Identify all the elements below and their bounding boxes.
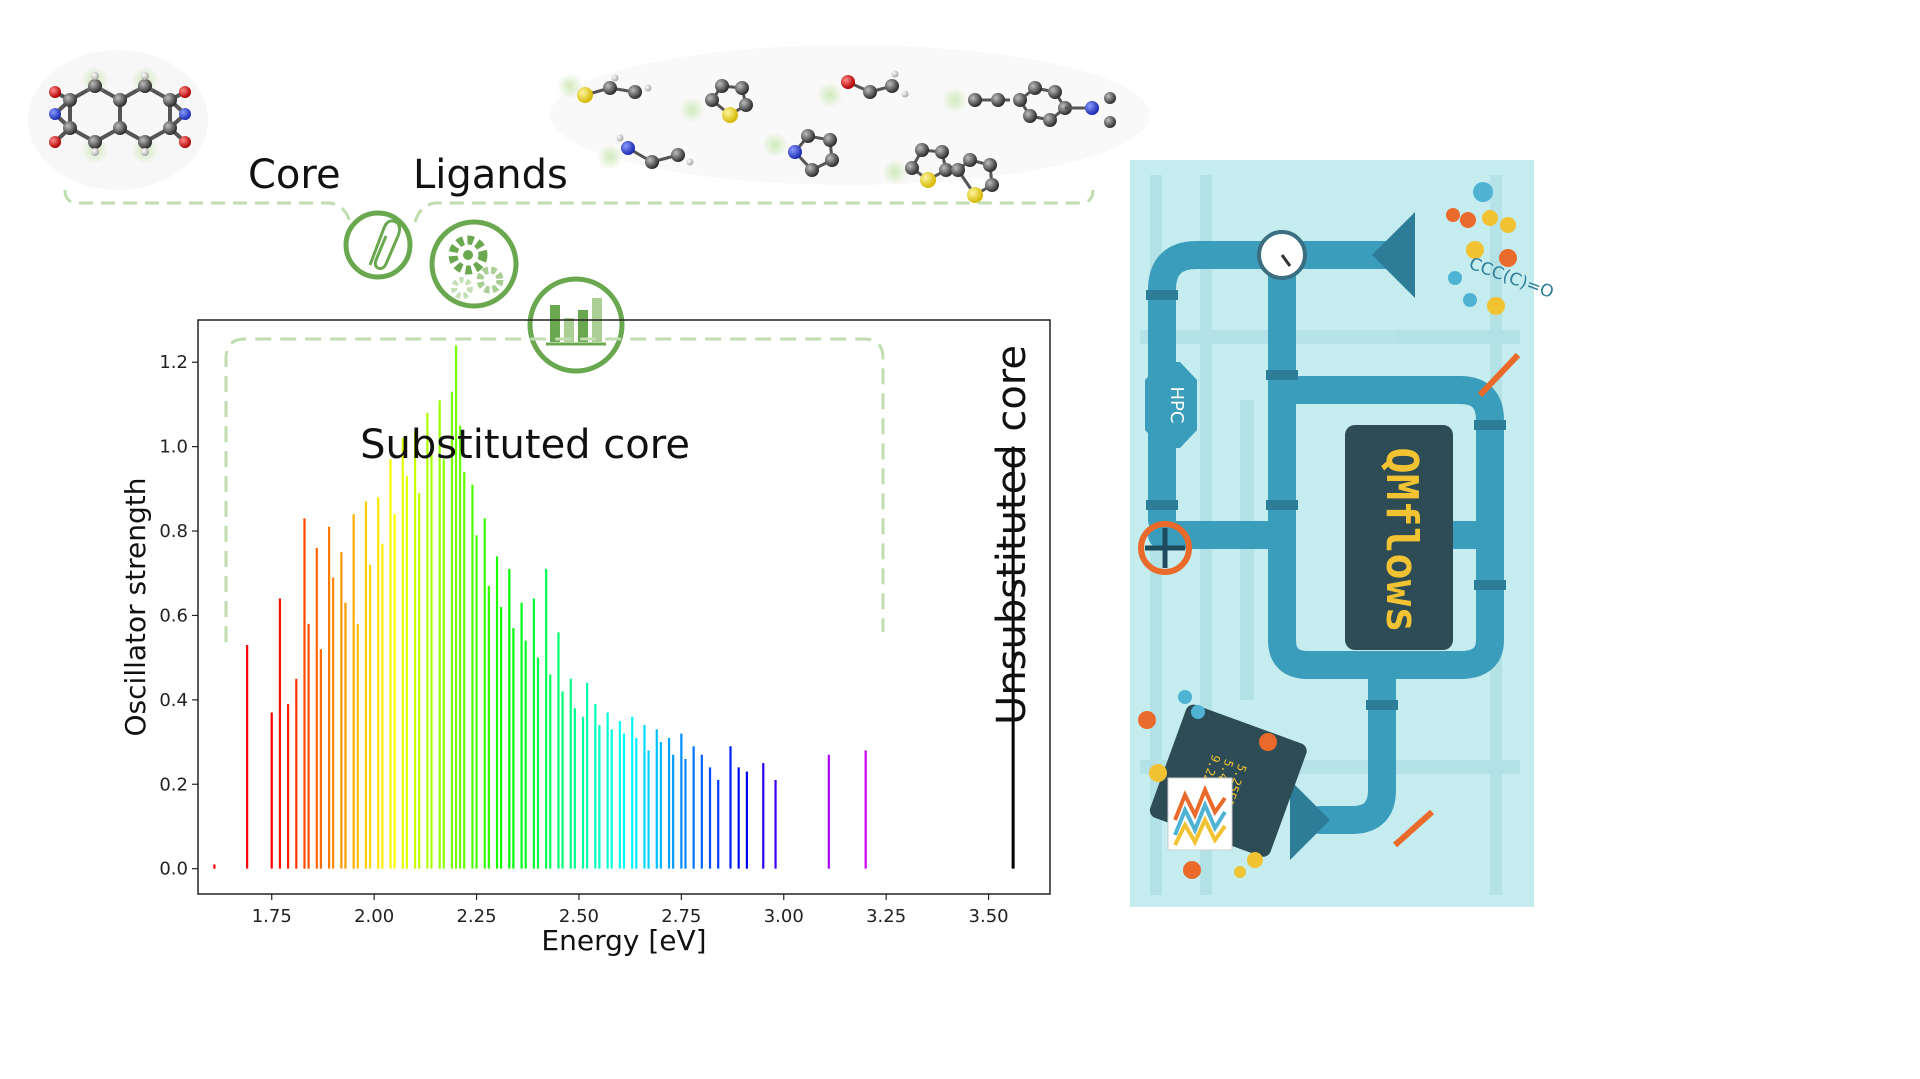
x-tick-label: 3.50 (969, 906, 1009, 927)
substituted-bracket (224, 337, 885, 642)
y-tick-label: 0.6 (159, 605, 188, 626)
y-tick-label: 1.0 (159, 437, 188, 458)
x-tick-label: 2.25 (456, 906, 496, 927)
x-tick-label: 2.75 (661, 906, 701, 927)
ligand-bithiophene (882, 143, 999, 203)
x-axis-ticks: 1.75 2.00 2.25 2.50 2.75 3.00 3.25 3.50 (252, 894, 1009, 927)
qmflows-illustration: HPC QMflows CCC(C)=O 9.223E11 5.42E12 5.… (1130, 160, 1556, 907)
hpc-label: HPC (1166, 387, 1187, 424)
y-tick-label: 0.8 (159, 521, 188, 542)
ligands-label: Ligands (413, 152, 568, 198)
core-label: Core (248, 152, 341, 198)
x-tick-label: 3.00 (764, 906, 804, 927)
ligand-molecules-image (550, 45, 1150, 203)
plot-frame (197, 319, 1051, 895)
hpc-valve: HPC (1145, 362, 1197, 448)
ligand-ethanol (817, 70, 909, 108)
valve-handle-bottom (1393, 809, 1434, 848)
core-bracket (63, 189, 352, 223)
bar-chart-icon (527, 276, 625, 374)
funnel-bottom (1290, 780, 1330, 860)
gears-icon (429, 219, 519, 309)
x-tick-label: 2.00 (354, 906, 394, 927)
y-axis-label: Oscillator strength (119, 478, 152, 737)
substituted-core-label: Substituted core (360, 422, 690, 468)
valve-handle-top (1477, 352, 1521, 398)
pressure-gauge-icon (1257, 230, 1307, 280)
ligand-thiophene-1 (679, 79, 753, 123)
y-tick-label: 0.2 (159, 774, 188, 795)
x-tick-label: 2.50 (559, 906, 599, 927)
y-tick-label: 0.4 (159, 690, 188, 711)
plot-card (1167, 777, 1233, 851)
ligand-amine (597, 134, 694, 170)
ligand-thiol (557, 73, 652, 103)
x-tick-label: 1.75 (252, 906, 292, 927)
ligand-ethynyl-aniline (942, 81, 1116, 128)
decor-dots (1138, 690, 1277, 879)
x-tick-label: 3.25 (866, 906, 906, 927)
unsubstituted-core-label: Unsubstituted core (989, 345, 1035, 725)
spectrum-bars (213, 345, 1015, 869)
qmflows-title: QMflows (1376, 447, 1427, 632)
y-tick-label: 0.0 (159, 859, 188, 880)
qmflows-sign (1345, 425, 1453, 650)
y-axis-ticks: 0.0 0.2 0.4 0.6 0.8 1.0 1.2 (159, 352, 198, 880)
y-tick-label: 1.2 (159, 352, 188, 373)
ligand-pyrrolidine (762, 129, 839, 177)
core-molecule-image (28, 50, 208, 190)
ligand-bracket (413, 189, 1095, 223)
wheel-valve-icon (1138, 521, 1192, 575)
x-axis-label: Energy [eV] (541, 924, 706, 957)
paperclip-icon (343, 210, 413, 280)
funnel-top (1372, 212, 1415, 298)
